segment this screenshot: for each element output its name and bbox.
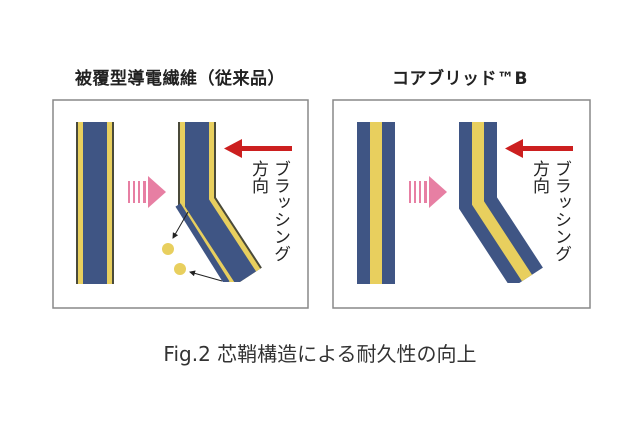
brushing-arrow-left xyxy=(224,139,292,158)
panel-title-coated: 被覆型導電繊維（従来品） xyxy=(75,69,285,89)
panel-title-corebrid: コアブリッド™B xyxy=(392,69,528,89)
coated-fiber-straight xyxy=(76,122,114,284)
brushing-label: ブラッシング xyxy=(270,160,290,262)
figure-caption: Fig.2 芯鞘構造による耐久性の向上 xyxy=(163,342,477,366)
brushing-label: ブラッシング xyxy=(551,160,571,262)
pink-transition-arrow xyxy=(409,176,447,208)
coated-fiber-bent xyxy=(175,122,262,289)
brushing-arrow-right xyxy=(505,139,573,158)
direction-label: 方向 xyxy=(529,160,549,194)
core-sheath-fiber-bent xyxy=(459,122,543,289)
direction-label: 方向 xyxy=(248,160,268,194)
peeled-coating-particles xyxy=(162,211,223,282)
pink-transition-arrow xyxy=(128,176,166,208)
core-sheath-fiber-straight xyxy=(357,122,395,284)
